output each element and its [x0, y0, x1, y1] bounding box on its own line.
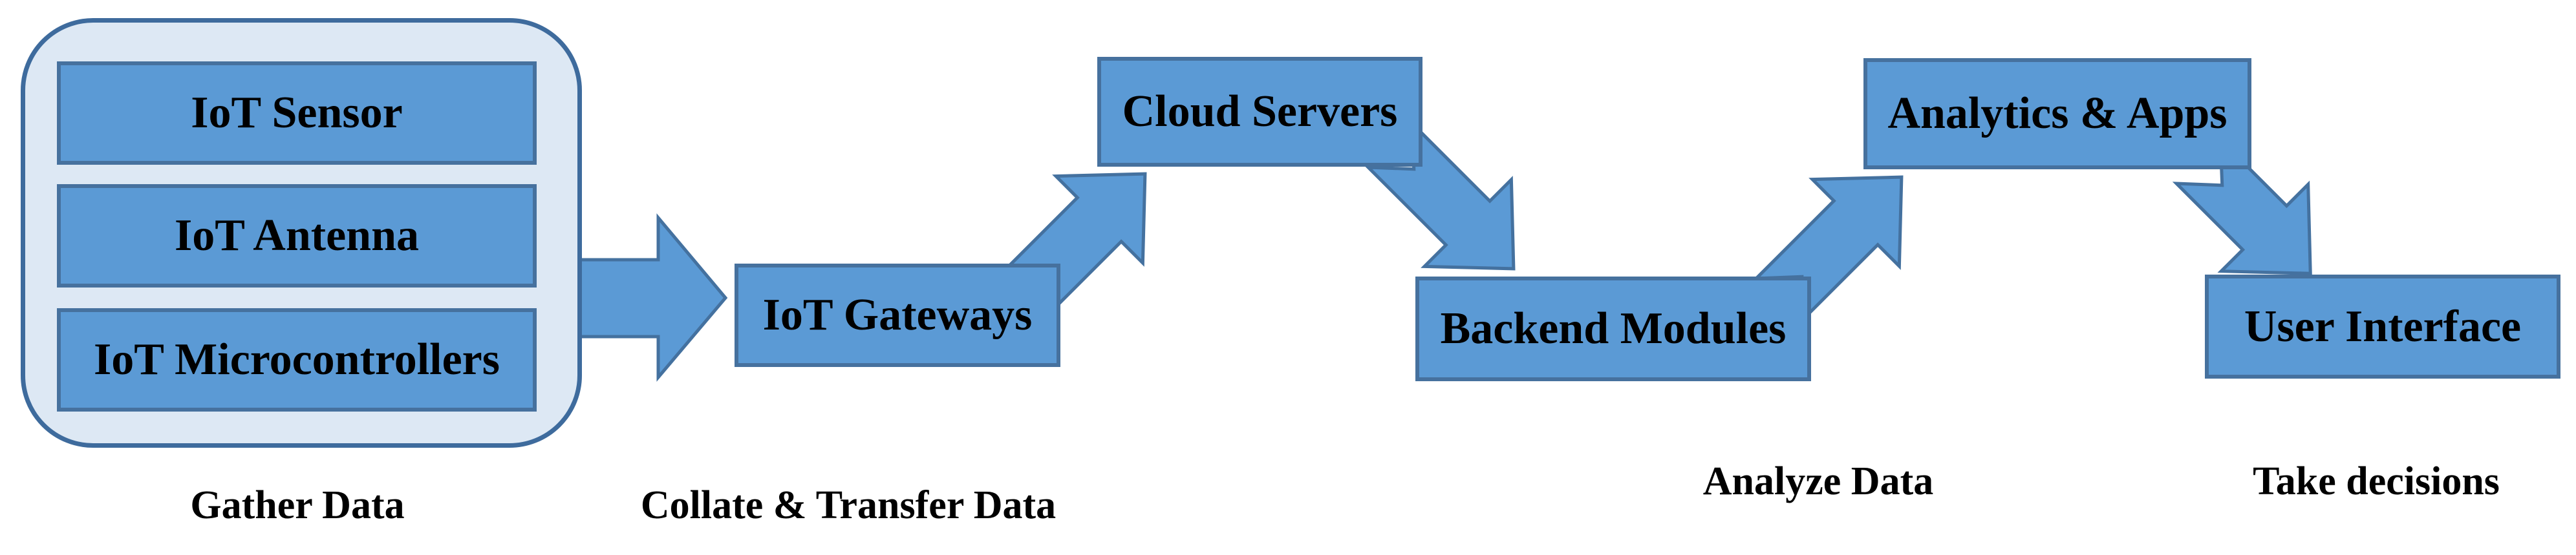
node-iot-microcontrollers-label: IoT Microcontrollers	[94, 335, 500, 384]
node-iot-sensor-label: IoT Sensor	[191, 88, 403, 138]
arrow-analytics-to-ui-icon	[2172, 135, 2312, 275]
arrow-devices-to-gateways-icon	[575, 213, 728, 382]
caption-gather-data: Gather Data	[190, 483, 405, 527]
node-user-interface: User Interface	[2205, 275, 2560, 379]
node-backend-modules-label: Backend Modules	[1440, 304, 1787, 353]
caption-collate-transfer-data: Collate & Transfer Data	[640, 483, 1057, 527]
node-backend-modules: Backend Modules	[1415, 277, 1811, 381]
node-analytics-apps: Analytics & Apps	[1863, 58, 2251, 169]
node-iot-antenna: IoT Antenna	[57, 184, 537, 288]
node-cloud-servers-label: Cloud Servers	[1122, 87, 1398, 136]
node-iot-gateways: IoT Gateways	[735, 264, 1060, 367]
node-iot-microcontrollers: IoT Microcontrollers	[57, 308, 537, 412]
arrow-cloud-to-backend-icon	[1364, 119, 1516, 271]
node-iot-antenna-label: IoT Antenna	[174, 211, 420, 260]
caption-take-decisions: Take decisions	[2253, 459, 2500, 503]
caption-analyze-data: Analyze Data	[1702, 459, 1934, 503]
node-iot-sensor: IoT Sensor	[57, 61, 537, 165]
node-cloud-servers: Cloud Servers	[1097, 57, 1422, 167]
node-user-interface-label: User Interface	[2244, 301, 2522, 351]
node-analytics-apps-label: Analytics & Apps	[1887, 89, 2227, 138]
node-iot-gateways-label: IoT Gateways	[762, 290, 1033, 340]
